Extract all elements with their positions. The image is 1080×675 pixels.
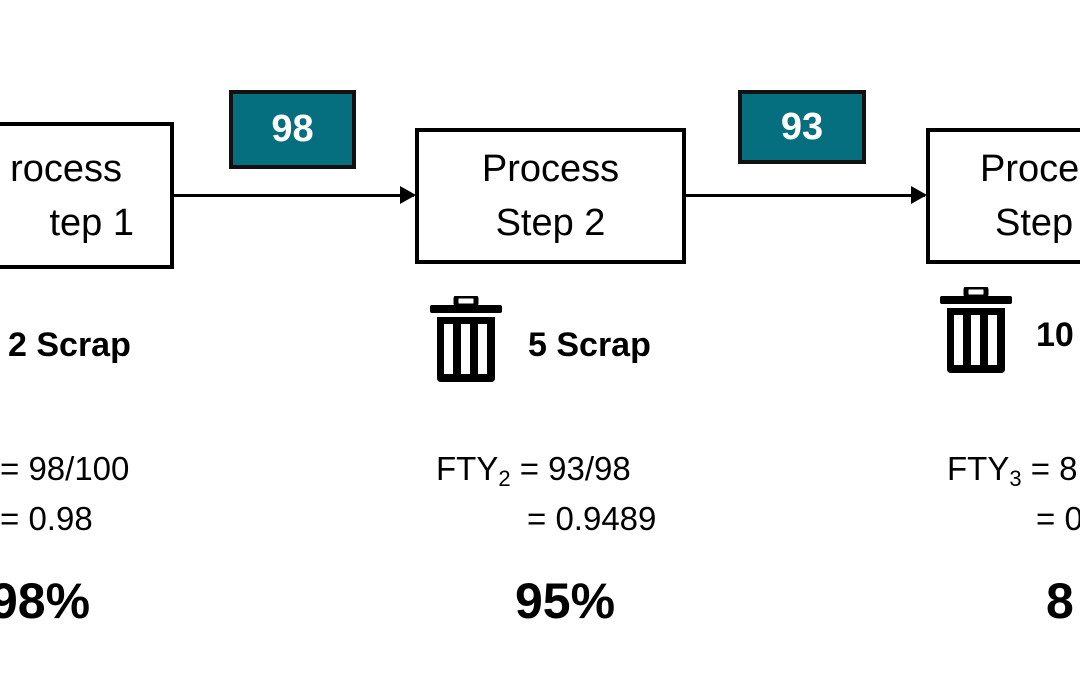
step-label-line1: rocess bbox=[10, 148, 122, 190]
flow-count: 98 bbox=[271, 108, 314, 150]
flow-count: 93 bbox=[780, 105, 824, 148]
fty-subscript: 2 bbox=[498, 466, 511, 491]
arrow-1-to-2 bbox=[174, 186, 416, 204]
arrow-2-to-3 bbox=[686, 186, 927, 204]
fty-formula-line1: FTY2 = 93/98 bbox=[436, 450, 631, 492]
fty-percent: 8 bbox=[1046, 573, 1074, 629]
scrap-count: 10 bbox=[1036, 316, 1074, 354]
fty-formula-line1: = 98/100 bbox=[0, 450, 130, 487]
scrap-count: 2 Scrap bbox=[8, 326, 131, 364]
process-step-3-box: Proce Step bbox=[926, 128, 1080, 264]
trash-icon bbox=[940, 287, 1012, 373]
trash-icon bbox=[430, 296, 502, 382]
fty-value: = 93/98 bbox=[510, 450, 631, 487]
step-label-line1: Process bbox=[481, 148, 620, 190]
fty-subscript: 3 bbox=[1009, 466, 1022, 491]
step-label-line1: Proce bbox=[980, 148, 1080, 190]
fty-formula-line1: FTY3 = 8 bbox=[947, 450, 1078, 492]
step-label-line2: Step bbox=[995, 202, 1074, 244]
step-label-line2: Step 2 bbox=[495, 202, 606, 244]
fty-formula-line2: = 0.98 bbox=[0, 500, 93, 537]
process-step-2-box: Process Step 2 bbox=[415, 128, 686, 264]
fty-label: FTY bbox=[436, 450, 499, 487]
fty-percent: 95% bbox=[515, 573, 616, 629]
fty-label: FTY bbox=[947, 450, 1010, 487]
fty-value: = 8 bbox=[1021, 450, 1078, 487]
scrap-count: 5 Scrap bbox=[528, 326, 651, 364]
step-label-line2: tep 1 bbox=[49, 202, 134, 244]
flow-count-box: 98 bbox=[229, 90, 356, 169]
fty-formula-line2: = 0.9489 bbox=[527, 500, 657, 537]
process-step-1-box: rocess tep 1 bbox=[0, 122, 174, 269]
fty-percent: 98% bbox=[0, 573, 91, 629]
flow-count-box: 93 bbox=[738, 90, 866, 164]
fty-formula-line2: = 0 bbox=[1036, 500, 1080, 537]
